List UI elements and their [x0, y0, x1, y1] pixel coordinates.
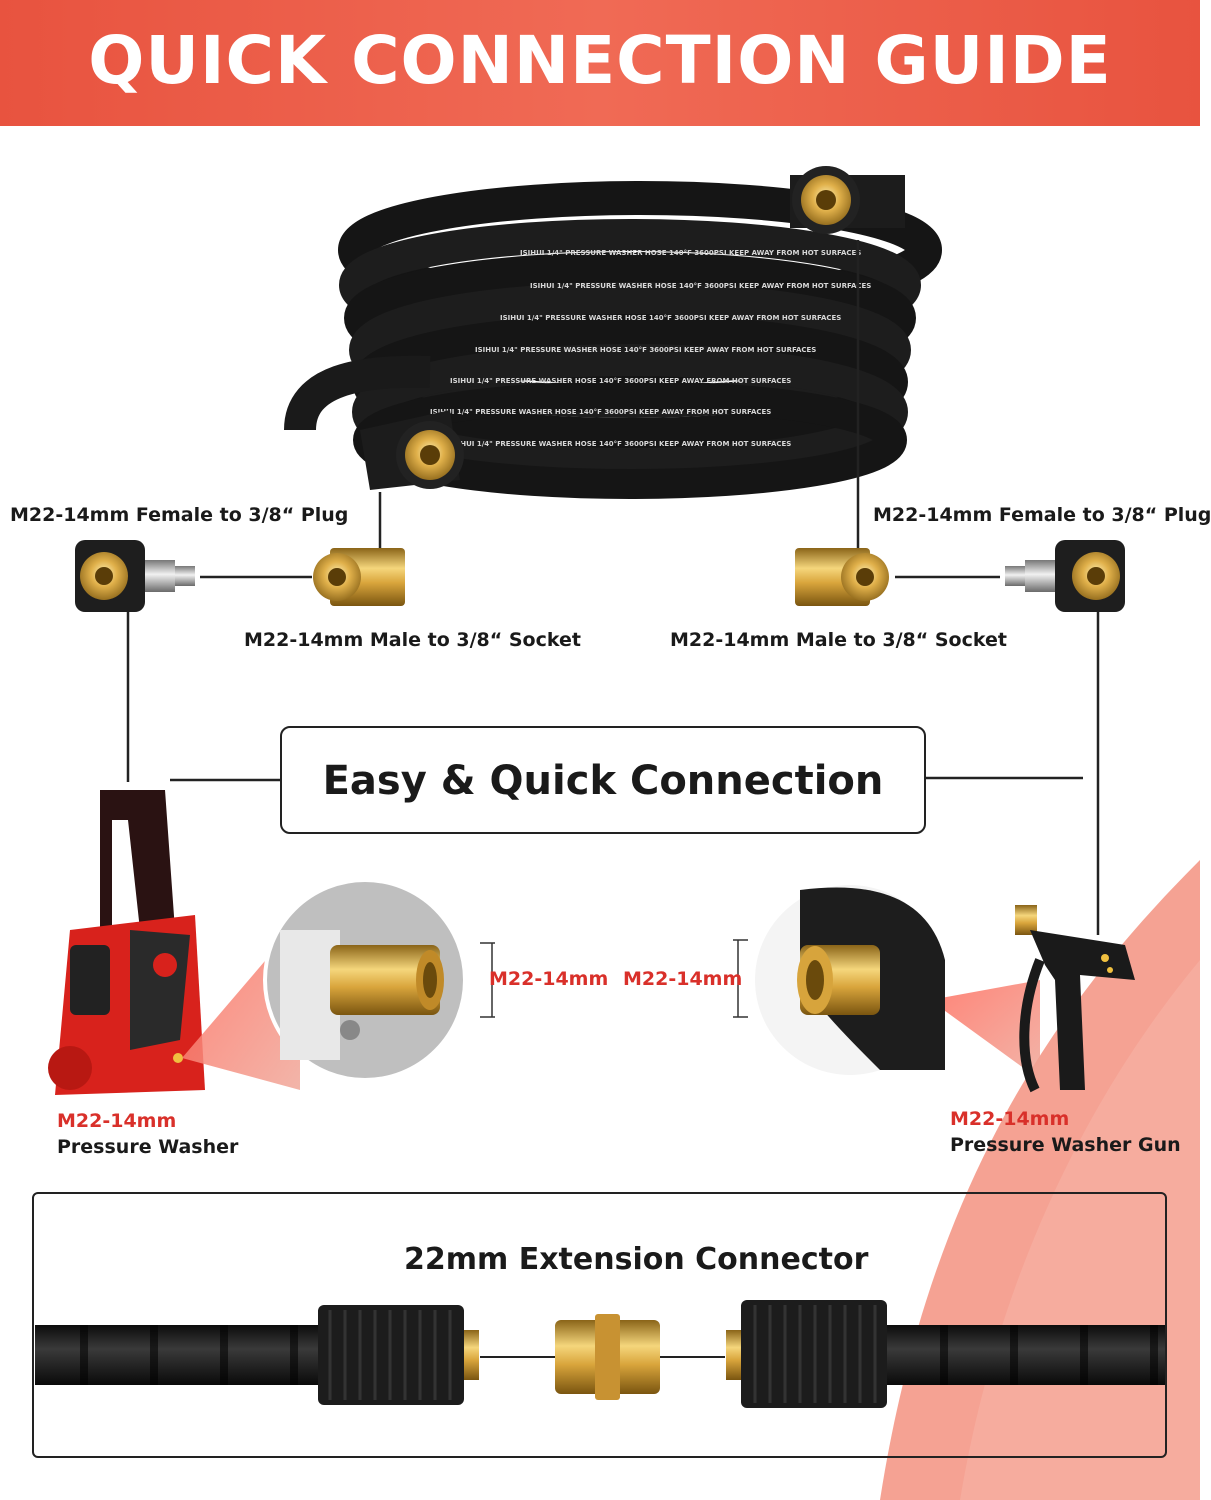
left-plug-label: M22-14mm Female to 3/8“ Plug: [10, 504, 349, 526]
washer-inlet-zoom: [263, 878, 467, 1082]
gun-size-label: M22-14mm: [950, 1108, 1070, 1130]
hose-coil: ISIHUI 1/4" PRESSURE WASHER HOSE 140°F 3…: [284, 166, 942, 499]
dimension-brackets: [480, 939, 748, 1018]
washer-name-label: Pressure Washer: [57, 1136, 239, 1158]
outlet-size-label: M22-14mm: [623, 968, 743, 990]
svg-text:ISIHUI 1/4" PRESSURE WASHER: ISIHUI 1/4" PRESSURE WASHER HOSE 140°F 3…: [475, 346, 816, 354]
right-female-plug-adapter: [1005, 540, 1125, 612]
svg-text:ISIHUI 1/4" PRESSURE WASHER: ISIHUI 1/4" PRESSURE WASHER HOSE 140°F 3…: [450, 440, 791, 448]
inlet-size-label: M22-14mm: [489, 968, 609, 990]
right-male-socket-adapter: [795, 548, 889, 606]
gun-name-label: Pressure Washer Gun: [950, 1134, 1181, 1156]
right-plug-label: M22-14mm Female to 3/8“ Plug: [873, 504, 1211, 526]
easy-connection-box: [280, 726, 926, 834]
gun-outlet-zoom: [755, 885, 1040, 1080]
header-banner: [0, 0, 1200, 126]
svg-text:ISIHUI 1/4" PRESSURE WASHER: ISIHUI 1/4" PRESSURE WASHER HOSE 140°F 3…: [500, 314, 841, 322]
svg-text:ISIHUI 1/4" PRESSURE WASHER: ISIHUI 1/4" PRESSURE WASHER HOSE 140°F 3…: [530, 282, 871, 290]
page-title: QUICK CONNECTION GUIDE: [88, 22, 1112, 99]
easy-connection-title: Easy & Quick Connection: [322, 758, 884, 804]
spray-gun-drawing: [1015, 905, 1135, 1093]
right-socket-label: M22-14mm Male to 3/8“ Socket: [670, 629, 1007, 651]
svg-text:ISIHUI 1/4" PRESSURE WASHER: ISIHUI 1/4" PRESSURE WASHER HOSE 140°F 3…: [520, 249, 861, 257]
pressure-washer-drawing: [48, 790, 205, 1095]
left-female-plug-adapter: [75, 540, 195, 612]
extension-connector-drawing: [35, 1300, 1165, 1408]
connector-lines: [126, 240, 1100, 935]
extension-title: 22mm Extension Connector: [404, 1242, 869, 1277]
extension-panel: [32, 1192, 1167, 1458]
svg-text:ISIHUI 1/4" PRESSURE WASHER: ISIHUI 1/4" PRESSURE WASHER HOSE 140°F 3…: [450, 377, 791, 385]
washer-size-label: M22-14mm: [57, 1110, 177, 1132]
left-socket-label: M22-14mm Male to 3/8“ Socket: [244, 629, 581, 651]
left-male-socket-adapter: [313, 548, 405, 606]
svg-text:ISIHUI 1/4" PRESSURE WASHER: ISIHUI 1/4" PRESSURE WASHER HOSE 140°F 3…: [430, 408, 771, 416]
